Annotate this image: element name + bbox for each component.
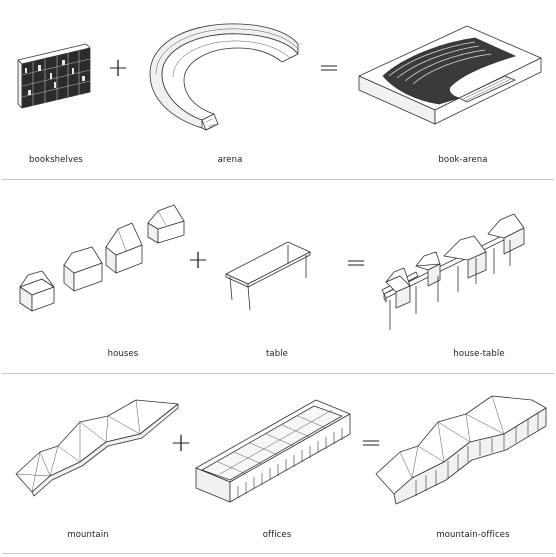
equals-sign: = [345, 248, 367, 278]
row-divider [2, 553, 554, 554]
row-divider [2, 179, 554, 180]
label-bookshelves: bookshelves [29, 155, 83, 165]
book-arena-illustration [358, 25, 542, 125]
equals-sign: = [318, 53, 340, 83]
mountain-offices-illustration [375, 395, 547, 505]
label-house-table: house-table [453, 349, 505, 359]
bookshelves-illustration [17, 43, 91, 109]
table-illustration [225, 241, 311, 311]
mountain-illustration [15, 399, 179, 497]
plus-sign: + [187, 245, 209, 275]
label-mountain-offices: mountain-offices [436, 530, 510, 540]
label-arena: arena [217, 155, 243, 165]
offices-illustration [195, 399, 351, 503]
house-table-illustration [381, 213, 525, 330]
label-book-arena: book-arena [438, 155, 488, 165]
label-table: table [265, 349, 289, 359]
row-divider [2, 373, 554, 374]
equals-sign: = [360, 428, 382, 458]
label-offices: offices [262, 530, 292, 540]
plus-sign: + [170, 428, 192, 458]
houses-illustration [19, 204, 185, 312]
label-houses: houses [107, 349, 139, 359]
plus-sign: + [107, 53, 129, 83]
arena-illustration [149, 23, 299, 131]
label-mountain: mountain [67, 530, 109, 540]
